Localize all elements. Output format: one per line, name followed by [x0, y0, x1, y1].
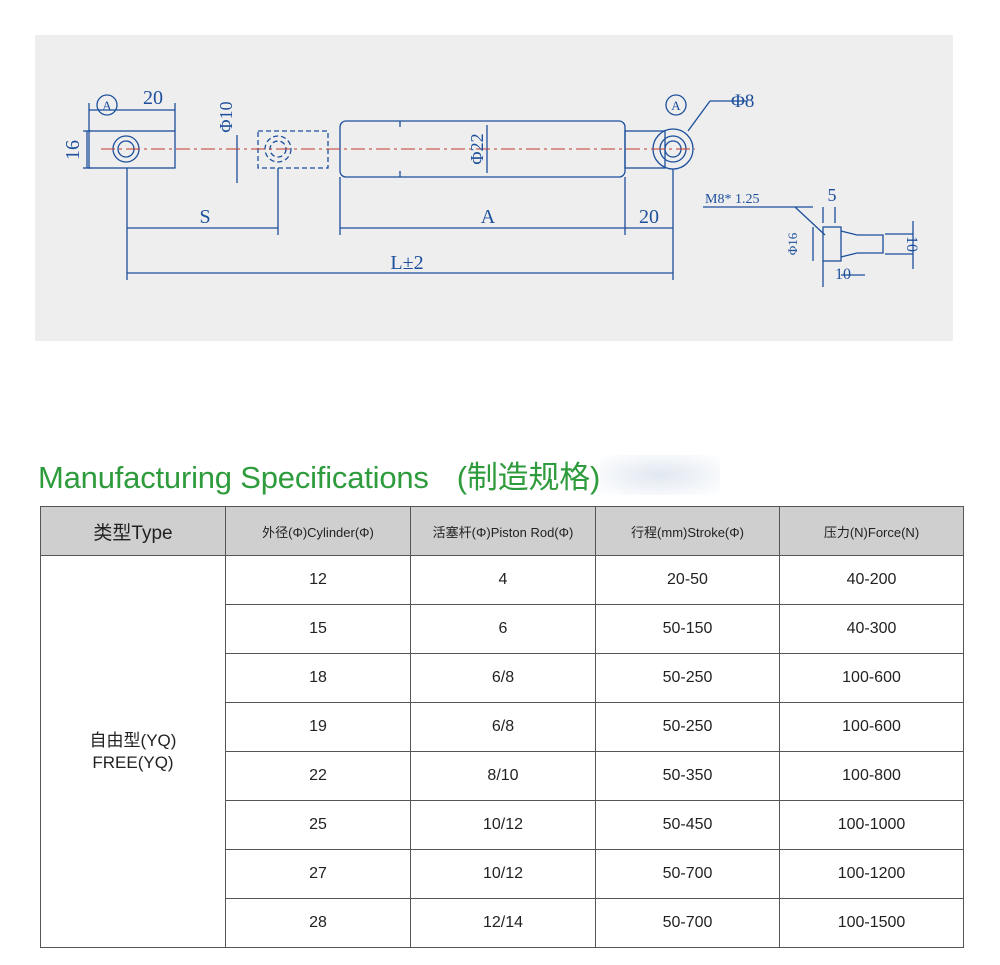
dim-5: 5 [828, 185, 837, 205]
cylinder-cell: 27 [225, 849, 411, 899]
table-row: 25 10/12 50-450 100-1000 [41, 800, 964, 850]
gas-spring-drawing: A A 20 16 Φ10 Φ8 Φ22 S A 20 L±2 M8* 1.25… [62, 87, 920, 287]
type-line-en: FREE(YQ) [92, 752, 174, 772]
table-row: 27 10/12 50-700 100-1200 [41, 849, 964, 899]
stroke-cell: 50-700 [595, 898, 780, 948]
piston-cell: 10/12 [410, 849, 596, 899]
force-cell: 100-1000 [779, 800, 964, 850]
header-type: 类型Type [40, 506, 226, 556]
cylinder-cell: 22 [225, 751, 411, 801]
cylinder-cell: 12 [225, 555, 411, 605]
dim-l: L±2 [390, 252, 423, 274]
technical-drawing: A A 20 16 Φ10 Φ8 Φ22 S A 20 L±2 M8* 1.25… [35, 35, 953, 341]
stroke-cell: 50-250 [595, 653, 780, 703]
piston-cell: 6/8 [410, 702, 596, 752]
table-row: 自由型(YQ) FREE(YQ) 12 4 20-50 40-200 [40, 555, 964, 948]
stroke-cell: 50-250 [595, 702, 780, 752]
piston-cell: 10/12 [410, 800, 596, 850]
cylinder-cell: 15 [225, 604, 411, 654]
datum-circle-left [96, 94, 118, 116]
stroke-cell: 50-450 [595, 800, 780, 850]
cylinder-cell: 28 [225, 898, 411, 948]
piston-cell: 6 [410, 604, 596, 654]
piston-cell: 4 [410, 555, 596, 605]
cylinder-cell: 25 [225, 800, 411, 850]
spec-table: 类型Type 外径(Φ)Cylinder(Φ) 活塞杆(Φ)Piston Rod… [40, 506, 964, 948]
dim-16: 16 [62, 140, 84, 160]
section-title: Manufacturing Specifications (制造规格) [38, 452, 600, 497]
force-cell: 100-800 [779, 751, 964, 801]
dim-phi16: Φ16 [785, 232, 800, 255]
dim-phi8: Φ8 [731, 91, 754, 112]
stroke-cell: 50-700 [595, 849, 780, 899]
left-end-fitting [88, 130, 176, 169]
section-title-cn: (制造规格) [456, 460, 601, 495]
force-cell: 40-300 [779, 604, 964, 654]
header-force: 压力(N)Force(N) [779, 506, 964, 556]
datum-label-left: A [102, 98, 112, 113]
dim-10-right: 10 [903, 236, 920, 252]
dim-phi10: Φ10 [216, 101, 236, 132]
cylinder-cell: 19 [225, 702, 411, 752]
section-title-en: Manufacturing Specifications [38, 460, 429, 495]
dim-10-bottom: 10 [835, 266, 851, 283]
stroke-cell: 50-150 [595, 604, 780, 654]
dim-20-top: 20 [143, 87, 163, 109]
cylinder-cell: 18 [225, 653, 411, 703]
dim-a: A [481, 206, 496, 228]
table-header-row: 类型Type 外径(Φ)Cylinder(Φ) 活塞杆(Φ)Piston Rod… [40, 506, 964, 556]
table-row: 28 12/14 50-700 100-1500 [41, 898, 964, 948]
force-cell: 100-1500 [779, 898, 964, 948]
thread-detail [703, 206, 914, 287]
force-cell: 100-600 [779, 653, 964, 703]
force-cell: 100-600 [779, 702, 964, 752]
piston-cell: 6/8 [410, 653, 596, 703]
background-wash [600, 455, 720, 495]
header-stroke: 行程(mm)Stroke(Φ) [595, 506, 780, 556]
datum-circle-right [665, 94, 687, 116]
stroke-cell: 50-350 [595, 751, 780, 801]
dim-s: S [199, 206, 210, 228]
dim-phi22: Φ22 [467, 133, 487, 164]
dim-20-bottom: 20 [639, 206, 659, 228]
header-cylinder: 外径(Φ)Cylinder(Φ) [225, 506, 411, 556]
thread-spec: M8* 1.25 [705, 192, 759, 207]
piston-cell: 8/10 [410, 751, 596, 801]
type-cell: 自由型(YQ) FREE(YQ) [40, 555, 226, 948]
datum-label-right: A [671, 98, 681, 113]
header-piston-rod: 活塞杆(Φ)Piston Rod(Φ) [410, 506, 596, 556]
force-cell: 100-1200 [779, 849, 964, 899]
force-cell: 40-200 [779, 555, 964, 605]
table-row: 22 8/10 50-350 100-800 [41, 751, 964, 801]
stroke-cell: 20-50 [595, 555, 780, 605]
phantom-end-fitting [257, 130, 329, 169]
type-line-cn: 自由型(YQ) [89, 730, 177, 750]
piston-cell: 12/14 [410, 898, 596, 948]
